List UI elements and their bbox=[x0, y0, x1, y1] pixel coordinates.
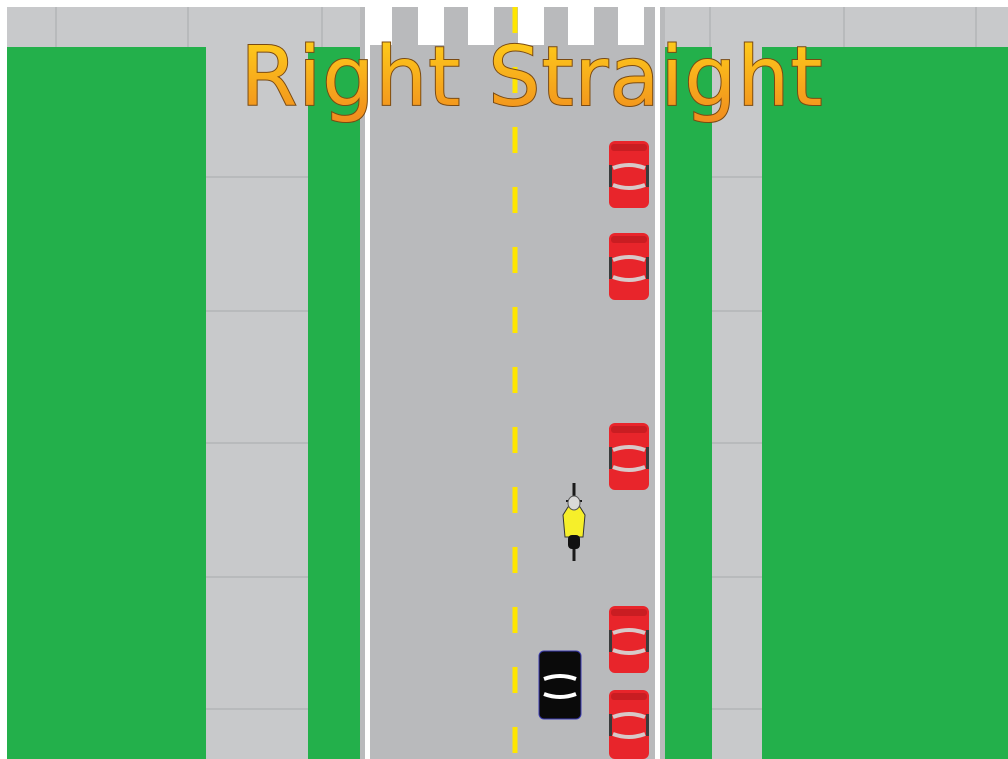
parked-car-icon bbox=[609, 606, 649, 673]
parked-car-icon bbox=[609, 141, 649, 208]
parked-car-icon bbox=[609, 690, 649, 759]
left-sidewalk bbox=[206, 47, 308, 759]
parked-car-icon bbox=[609, 233, 649, 300]
scene-title: Right Straight bbox=[240, 30, 823, 125]
car-icon bbox=[539, 651, 581, 719]
parked-car-icon bbox=[609, 423, 649, 490]
right-sidewalk bbox=[712, 47, 762, 759]
